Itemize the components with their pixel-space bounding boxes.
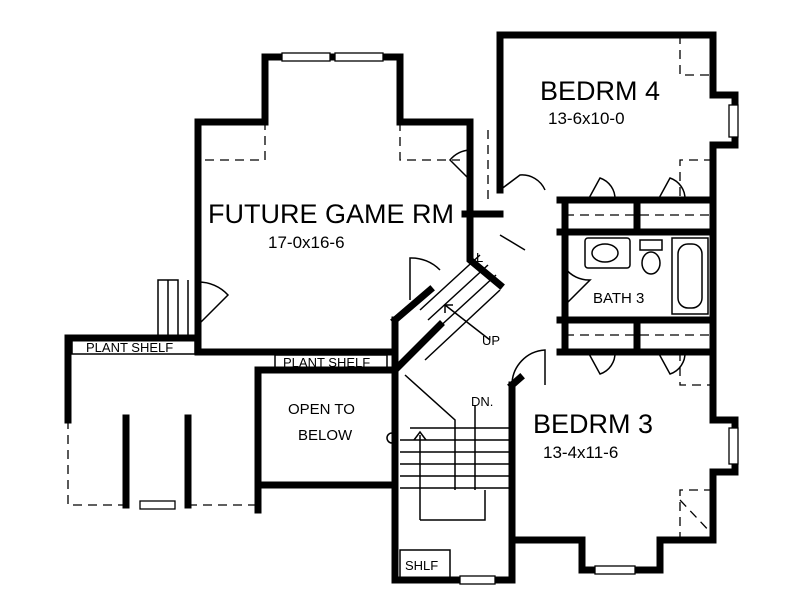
- window: [334, 52, 384, 62]
- bath-fixtures: [584, 237, 709, 315]
- bedroom3-name: BEDRM 3: [533, 409, 653, 439]
- window: [281, 52, 331, 62]
- window: [728, 427, 739, 465]
- window: [728, 104, 739, 138]
- stairs: [157, 254, 512, 581]
- plant-shelves: [71, 339, 388, 370]
- doors: [197, 149, 686, 386]
- bath3-name: BATH 3: [593, 290, 644, 307]
- bedroom4-name: BEDRM 4: [540, 76, 660, 106]
- open-to-below-line1: OPEN TO: [288, 401, 355, 418]
- bedroom4-size: 13-6x10-0: [548, 109, 625, 128]
- window: [139, 500, 176, 510]
- game-room-size: 17-0x16-6: [268, 233, 345, 252]
- exterior-walls: [64, 31, 739, 584]
- dashed-lines: [67, 35, 714, 540]
- up-label: UP: [482, 333, 500, 348]
- window: [459, 575, 496, 585]
- windows: [139, 52, 739, 585]
- shelf-box: [399, 549, 451, 581]
- game-room-name: FUTURE GAME RM: [208, 199, 454, 229]
- window: [594, 565, 636, 575]
- plant-shelf-right-label: PLANT SHELF: [283, 355, 370, 370]
- plant-shelf-left-label: PLANT SHELF: [86, 340, 173, 355]
- bedroom3-size: 13-4x11-6: [543, 443, 618, 462]
- room-labels: FUTURE GAME RM 17-0x16-6 BEDRM 4 13-6x10…: [86, 76, 660, 573]
- shelf-label: SHLF: [405, 558, 438, 573]
- up-arrow: [444, 304, 491, 341]
- down-label: DN.: [471, 394, 493, 409]
- linen-label: L: [476, 250, 483, 265]
- open-to-below-line2: BELOW: [298, 427, 353, 444]
